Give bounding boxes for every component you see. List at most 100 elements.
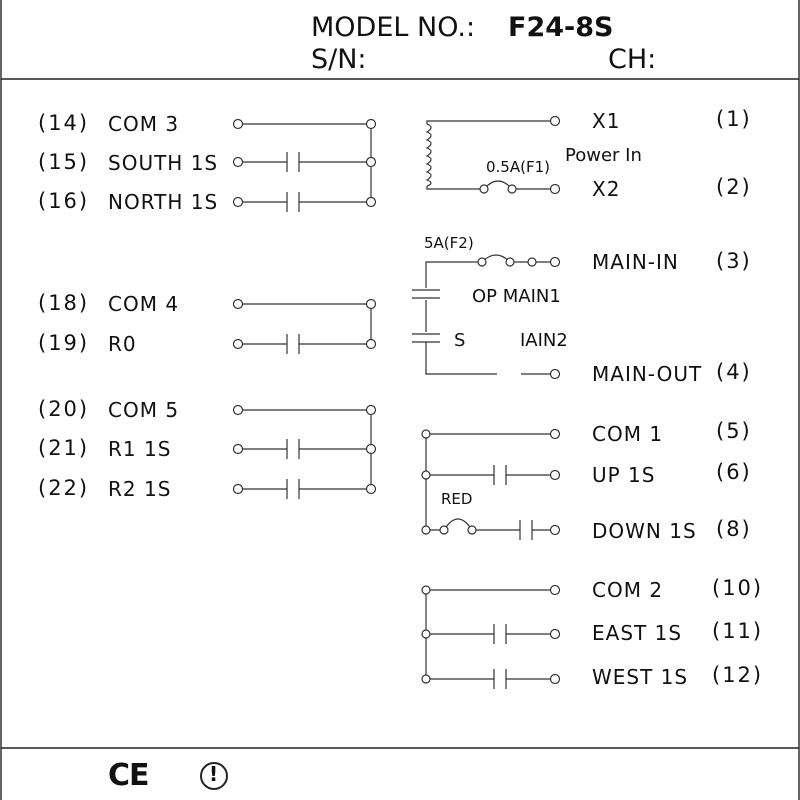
terminal-label: X1 (592, 109, 621, 133)
node-12 (549, 673, 561, 685)
terminal-label: COM 1 (592, 422, 664, 446)
node-18-right (365, 298, 377, 310)
channel-label: CH: (608, 44, 657, 75)
terminal-label: WEST 1S (592, 665, 689, 689)
node-bus-com1-bot (421, 525, 431, 535)
node-10 (549, 584, 561, 596)
node-8 (549, 524, 561, 536)
node-14-left (232, 118, 244, 130)
serial-number-label: S/N: (311, 44, 367, 75)
terminal-number: (15) (38, 150, 90, 174)
model-number-value: F24-8S (508, 12, 614, 43)
contact-r0 (286, 334, 300, 354)
alert-icon-shape (200, 762, 228, 790)
wire-main-out (425, 342, 497, 375)
terminal-label: COM 3 (108, 112, 180, 136)
node-16-right (365, 196, 377, 208)
node-bus-com2-top (421, 585, 431, 595)
power-in-label: Power In (565, 145, 642, 166)
node-21-left (232, 443, 244, 455)
node-15-right (365, 156, 377, 168)
node-16-left (232, 196, 244, 208)
terminal-number: (16) (38, 189, 90, 213)
node-22-left (232, 483, 244, 495)
node-2 (549, 183, 561, 195)
node-18-left (232, 298, 244, 310)
alert-icon: ! (209, 762, 219, 786)
terminal-label: R0 (108, 332, 137, 356)
contact-west (493, 669, 507, 689)
terminal-label: DOWN 1S (592, 519, 697, 543)
node-red-a (439, 525, 449, 535)
node-fuse-f1-a (479, 184, 489, 194)
node-19-right (365, 338, 377, 350)
terminal-number: (3) (716, 249, 752, 273)
stop-main2-label-b: IAIN2 (520, 330, 568, 351)
node-fuse-f2-c (527, 257, 537, 267)
terminal-number: (19) (38, 331, 90, 355)
contact-stop-main2 (412, 333, 440, 343)
terminal-number: (1) (716, 107, 752, 131)
node-bus-com1-top (421, 429, 431, 439)
terminal-number: (6) (716, 460, 752, 484)
terminal-number: (5) (716, 419, 752, 443)
wire-x2 (426, 186, 484, 190)
wire-x1 (426, 120, 555, 124)
terminal-number: (10) (712, 576, 764, 600)
terminal-label: NORTH 1S (108, 190, 219, 214)
terminal-number: (4) (716, 360, 752, 384)
node-6 (549, 469, 561, 481)
terminal-label: COM 5 (108, 398, 180, 422)
node-21-right (365, 443, 377, 455)
node-20-left (232, 404, 244, 416)
terminal-label: SOUTH 1S (108, 151, 219, 175)
node-11 (549, 628, 561, 640)
terminal-label: MAIN-OUT (592, 362, 703, 386)
node-14-right (365, 118, 377, 130)
terminal-number: (18) (38, 291, 90, 315)
node-fuse-f2-b (505, 257, 515, 267)
node-15-left (232, 156, 244, 168)
terminal-number: (11) (712, 619, 764, 643)
red-jumper-label: RED (441, 490, 473, 508)
wire-main-in (425, 261, 482, 288)
node-red-b (467, 525, 477, 535)
fuse-f2-label: 5A(F2) (424, 234, 474, 252)
node-22-right (365, 483, 377, 495)
terminal-label: COM 4 (108, 292, 180, 316)
terminal-label: R1 1S (108, 437, 172, 461)
node-1 (549, 115, 561, 127)
terminal-number: (20) (38, 397, 90, 421)
terminal-number: (21) (38, 436, 90, 460)
contact-symbols (286, 152, 533, 689)
terminal-number: (14) (38, 111, 90, 135)
contact-north (286, 192, 300, 212)
contact-r2 (286, 479, 300, 499)
node-4 (549, 368, 561, 380)
terminal-label: MAIN-IN (592, 250, 679, 274)
stop-main2-label-a: S (454, 330, 466, 351)
terminal-number: (8) (716, 517, 752, 541)
circuit-lines (240, 120, 555, 680)
node-3 (549, 256, 561, 268)
node-bus-com2-bot (421, 674, 431, 684)
terminal-number: (12) (712, 663, 764, 687)
contact-down (519, 520, 533, 540)
node-20-right (365, 404, 377, 416)
contact-stop-main1 (412, 289, 440, 299)
terminal-nodes (232, 115, 561, 685)
node-19-left (232, 338, 244, 350)
terminal-number: (2) (716, 175, 752, 199)
node-bus-com1-mid (421, 470, 431, 480)
node-bus-com2-mid (421, 629, 431, 639)
contact-east (493, 624, 507, 644)
coil-winding (425, 123, 432, 187)
terminal-label: COM 2 (592, 578, 664, 602)
node-fuse-f1-b (507, 184, 517, 194)
terminal-label: R2 1S (108, 477, 172, 501)
terminal-number: (22) (38, 476, 90, 500)
fuse-f1-label: 0.5A(F1) (486, 158, 550, 176)
